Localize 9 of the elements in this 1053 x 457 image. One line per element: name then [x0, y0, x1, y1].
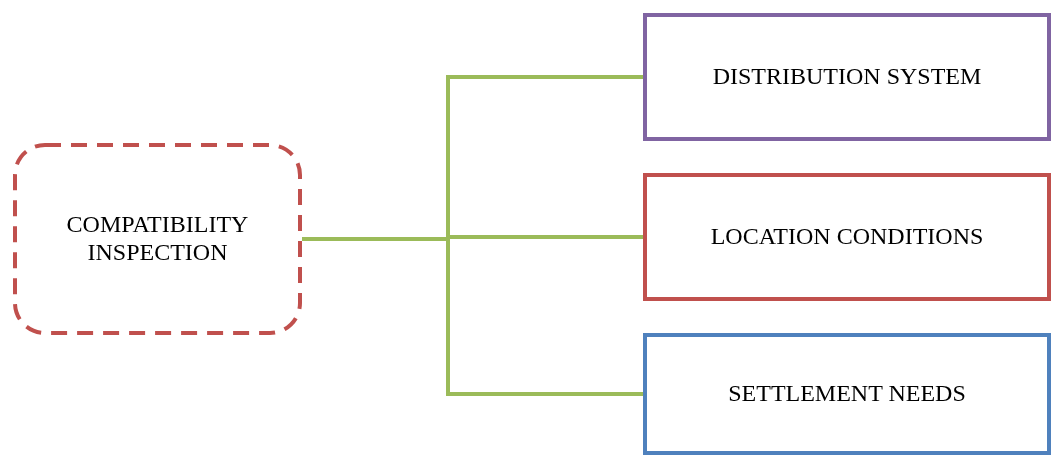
- process-box: [643, 13, 1051, 141]
- node-label: SETTLEMENT NEEDS: [728, 380, 966, 408]
- connector-line: [302, 237, 643, 396]
- node-label: DISTRIBUTION SYSTEM: [712, 63, 982, 91]
- node-label: LOCATION CONDITIONS: [710, 223, 984, 251]
- process-box: [643, 333, 1051, 455]
- process-box: [643, 173, 1051, 301]
- dashed-rounded-box: [13, 143, 302, 335]
- node-label: COMPATIBILITY INSPECTION: [65, 211, 250, 267]
